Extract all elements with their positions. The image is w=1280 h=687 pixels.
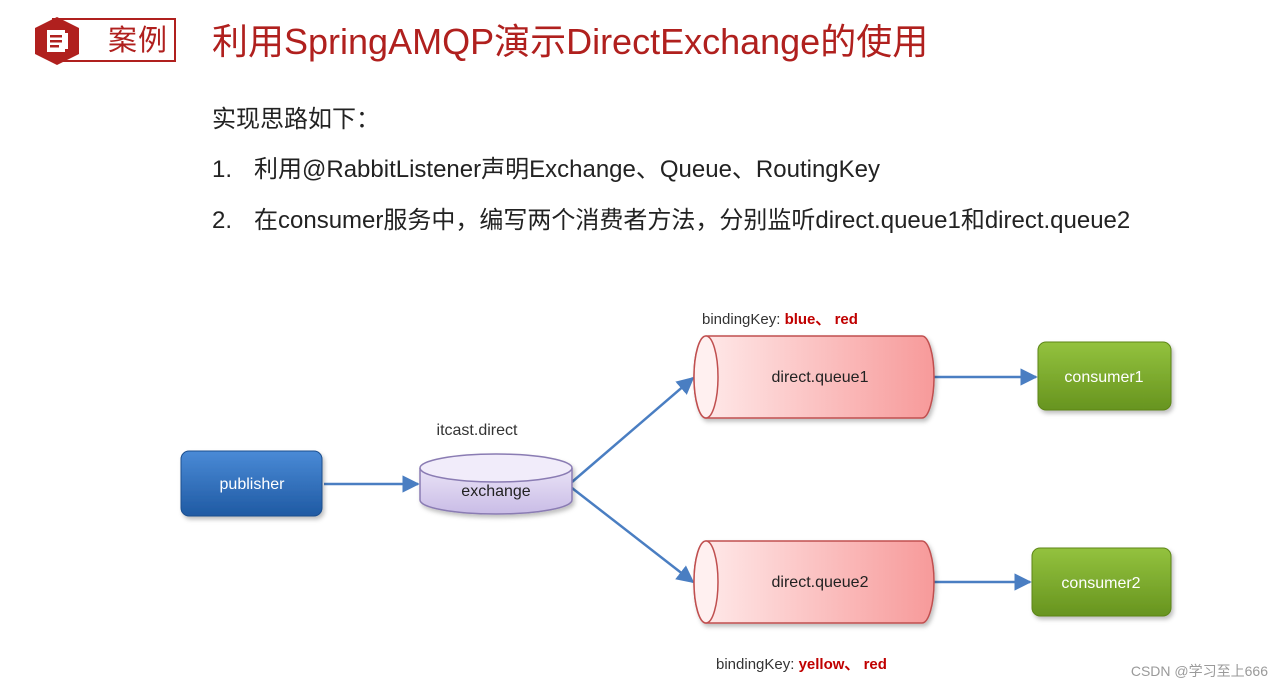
queue1-label: direct.queue1 [772,369,869,386]
queue2-binding-keys: yellow、 red [799,656,887,673]
step-text: 利用@RabbitListener声明Exchange、Queue、Routin… [254,156,881,183]
queue1-node [693,335,935,419]
queue1-binding-key: bindingKey: blue、 red [702,311,858,328]
exchange-name-label: itcast.direct [437,422,518,439]
exchange-node [419,453,573,515]
publisher-node [180,450,323,517]
consumer1-label: consumer1 [1064,369,1143,386]
step-item: 1. 利用@RabbitListener声明Exchange、Queue、Rout… [212,152,880,188]
queue2-binding-prefix: bindingKey: [716,656,799,673]
csdn-watermark: CSDN @学习至上666 [1130,663,1268,679]
queue2-binding-key: bindingKey: yellow、 red [716,656,887,673]
page-title: 利用SpringAMQP演示DirectExchange的使用 [212,21,929,62]
publisher-label: publisher [220,476,286,493]
arrow-exchange-queue1 [571,376,695,483]
queue1-binding-keys: blue、 red [785,311,858,328]
consumer2-label: consumer2 [1061,575,1140,592]
step-number: 2. [212,207,233,234]
document-icon [35,17,79,65]
consumer1-node [1037,341,1172,411]
step-item: 2. 在consumer服务中，编写两个消费者方法，分别监听direct.queu… [212,203,1130,239]
queue2-node [693,540,935,624]
queue1-binding-prefix: bindingKey: [702,311,785,328]
intro-text: 实现思路如下： [212,106,380,133]
step-number: 1. [212,156,233,183]
step-text: 在consumer服务中，编写两个消费者方法，分别监听direct.queue1… [254,207,1131,234]
consumer2-node [1031,547,1172,617]
arrow-exchange-queue2 [571,487,695,584]
case-badge-label: 案例 [108,25,169,57]
queue2-label: direct.queue2 [772,574,869,591]
case-badge: 案例 [32,16,178,66]
exchange-label: exchange [461,483,530,500]
